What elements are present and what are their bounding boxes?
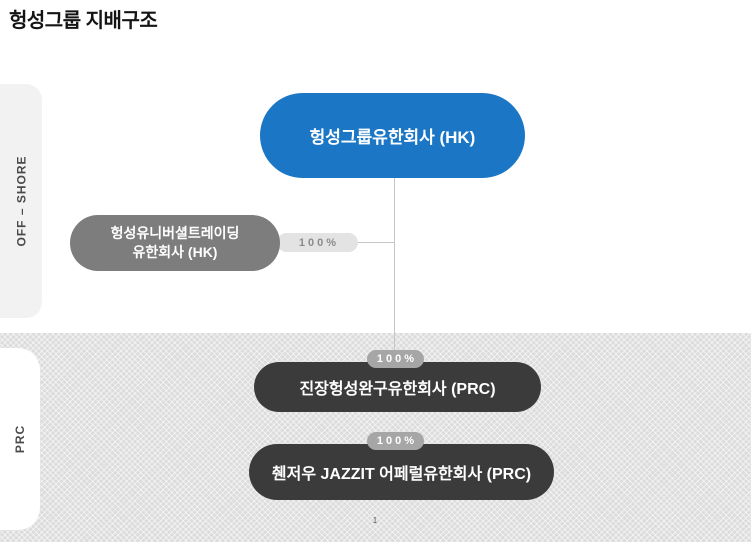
offshore-section-tab: OFF – SHORE — [0, 84, 42, 318]
page-number: 1 — [372, 516, 378, 525]
offshore-section-label: OFF – SHORE — [14, 155, 29, 247]
prc-section-label: PRC — [13, 424, 27, 454]
entity-trading-hk-label-line1: 헝성유니버셜트레이딩 — [110, 225, 240, 242]
ownership-badge-trading-value: 100% — [298, 236, 340, 249]
vertical-connector-line — [394, 178, 395, 351]
entity-holding-hk: 헝성그룹유한회사 (HK) — [260, 93, 525, 178]
ownership-badge-toys-value: 100% — [376, 353, 418, 365]
entity-holding-hk-label: 헝성그룹유한회사 (HK) — [309, 128, 476, 147]
ownership-badge-toys: 100% — [367, 350, 424, 368]
horizontal-connector-line — [356, 242, 394, 243]
entity-trading-hk: 헝성유니버셜트레이딩 유한회사 (HK) — [70, 215, 280, 271]
entity-apparel-prc: 췐저우 JAZZIT 어페럴유한회사 (PRC) — [249, 444, 554, 500]
entity-apparel-prc-label: 췐저우 JAZZIT 어페럴유한회사 (PRC) — [271, 466, 532, 483]
entity-toys-prc-label: 진장헝성완구유한회사 (PRC) — [299, 381, 496, 398]
ownership-badge-apparel: 100% — [367, 432, 424, 450]
ownership-badge-trading: 100% — [277, 233, 358, 252]
entity-toys-prc: 진장헝성완구유한회사 (PRC) — [254, 362, 541, 412]
prc-section-tab: PRC — [0, 348, 40, 530]
entity-trading-hk-label-line2: 유한회사 (HK) — [132, 244, 218, 260]
page-title: 헝성그룹 지배구조 — [9, 10, 158, 32]
ownership-badge-apparel-value: 100% — [376, 435, 418, 447]
